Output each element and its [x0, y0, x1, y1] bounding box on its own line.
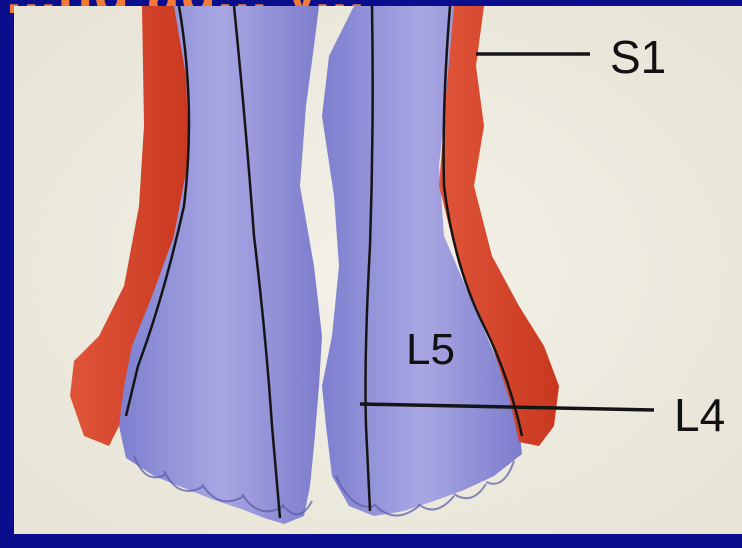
l4-label: L4	[674, 392, 725, 438]
s1-label: S1	[610, 34, 666, 80]
feet-dermatome-illustration	[14, 6, 742, 534]
dermatome-photo: S1 L5 L4	[14, 6, 742, 534]
l5-label: L5	[406, 328, 455, 372]
